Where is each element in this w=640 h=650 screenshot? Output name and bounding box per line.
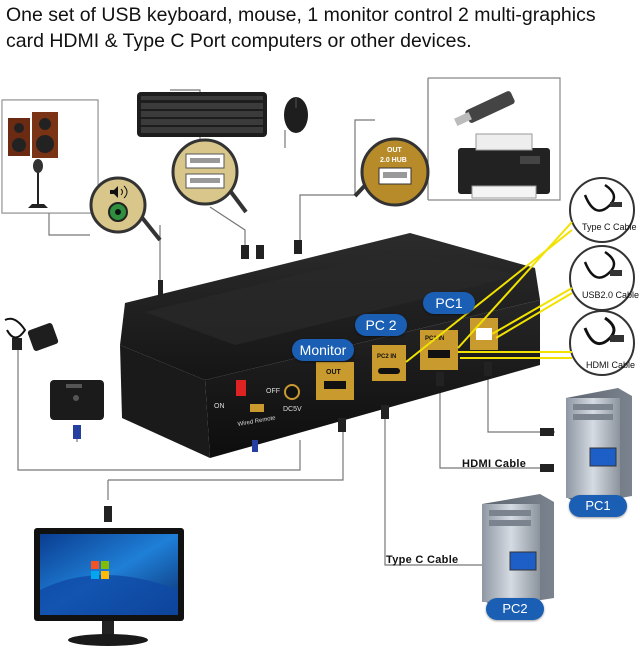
- pc1-label-pill: PC1: [569, 495, 627, 517]
- pc1-tower-icon: [566, 388, 632, 505]
- pc1-port-pill: PC1: [423, 292, 475, 314]
- pc2-label-pill: PC2: [486, 598, 544, 620]
- usb20-cable-label: USB2.0 Cable: [582, 290, 639, 300]
- type-c-cable-label: Type C Cable: [582, 222, 637, 232]
- pc2-port-pill: PC 2: [355, 314, 407, 336]
- type-c-cable-icon: [570, 178, 634, 242]
- out-port-label: OUT: [326, 369, 342, 376]
- hub-out-label: OUT: [387, 147, 403, 154]
- off-label: OFF: [266, 388, 280, 395]
- usb-hub-magnifier: OUT 2.0 HUB: [355, 139, 428, 205]
- power-switch: [236, 380, 246, 396]
- on-label: ON: [214, 403, 225, 410]
- hdmi-cable-line-label: HDMI Cable: [462, 458, 526, 470]
- pc2-tower-icon: [482, 494, 554, 607]
- audio-devices: [2, 100, 98, 213]
- type-c-cable-line-label: Type C Cable: [386, 554, 458, 566]
- monitor-port-pill: Monitor: [292, 339, 354, 361]
- mouse-icon: [284, 97, 308, 133]
- hdmi-cable-label: HDMI Cable: [586, 360, 635, 370]
- pc2-typec-port: [372, 345, 406, 381]
- usb20-cable-icon: [570, 246, 634, 310]
- monitor-icon: [34, 528, 184, 646]
- hub-label: 2.0 HUB: [380, 157, 407, 164]
- usb-stick-icon: [454, 90, 516, 126]
- speaker-icon: [8, 112, 58, 158]
- dc5v-label: DC5V: [283, 406, 302, 413]
- printer-icon: [458, 134, 550, 198]
- audio-jack-magnifier: [91, 178, 160, 240]
- remote-icon: [50, 380, 104, 420]
- usb-ports-magnifier: [173, 140, 246, 212]
- keyboard-icon: [137, 92, 267, 137]
- pc2-in-label: PC2 IN: [377, 354, 396, 360]
